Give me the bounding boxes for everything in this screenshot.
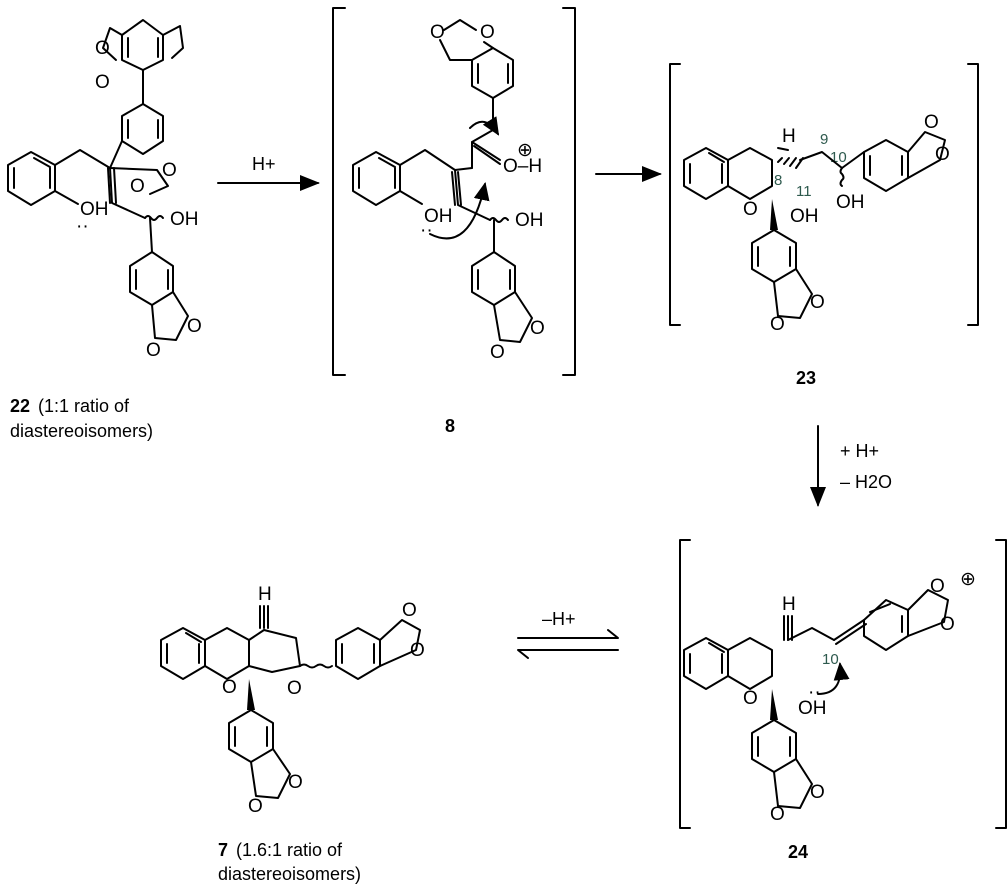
c8-atom-oh-plus: O–H bbox=[503, 156, 542, 177]
condition-deprotonation: –H+ bbox=[542, 609, 576, 629]
compound-22-structure: O O O O OH ·· OH O O bbox=[7, 19, 202, 361]
equilibrium-arrow-24-7: –H+ bbox=[517, 609, 619, 659]
c22-lone-pair: ·· bbox=[76, 216, 89, 237]
arrow-22-to-8: H+ bbox=[217, 154, 320, 191]
c23-locant-9: 9 bbox=[820, 131, 828, 148]
c22-atom-oh-phenol: OH bbox=[80, 199, 109, 220]
c22-atom-o3: O bbox=[162, 160, 177, 181]
compound-7-desc-line2: diastereoisomers) bbox=[218, 864, 361, 884]
c23-atom-oh-side: OH bbox=[836, 192, 865, 213]
c23-atom-o3: O bbox=[810, 292, 825, 313]
c7-atom-h: H bbox=[258, 584, 272, 605]
c8-atom-o3: O bbox=[530, 318, 545, 339]
c23-atom-o1: O bbox=[924, 112, 939, 133]
compound-7-desc-line1: (1.6:1 ratio of bbox=[236, 840, 343, 860]
c23-atom-oh-hemiketal: OH bbox=[790, 206, 819, 227]
c22-atom-o4: O bbox=[130, 176, 145, 197]
c7-atom-o-furan: O bbox=[287, 678, 302, 699]
c8-atom-oh-benzylic: OH bbox=[515, 210, 544, 231]
compound-22-number: 22 bbox=[10, 396, 30, 416]
c7-atom-o-ring: O bbox=[222, 677, 237, 698]
compound-7-number: 7 bbox=[218, 840, 228, 860]
compound-8-structure: O O O–H ⊕ OH ·· OH O O bbox=[332, 7, 576, 376]
condition-acid: H+ bbox=[252, 154, 276, 174]
c24-atom-o-plus: O bbox=[930, 576, 945, 597]
c23-locant-11: 11 bbox=[796, 183, 812, 200]
c22-atom-oh-benzylic: OH bbox=[170, 209, 199, 230]
condition-dehydration: – H2O bbox=[840, 472, 892, 492]
c24-locant-10: 10 bbox=[822, 651, 839, 668]
c23-atom-o2: O bbox=[935, 144, 950, 165]
compound-22-desc-line2: diastereoisomers) bbox=[10, 421, 153, 441]
compound-8-number: 8 bbox=[445, 416, 455, 436]
c7-atom-o4: O bbox=[248, 796, 263, 817]
c23-locant-10: 10 bbox=[830, 149, 847, 166]
c8-atom-o1: O bbox=[430, 22, 445, 43]
compound-22-desc-line1: (1:1 ratio of bbox=[38, 396, 130, 416]
c23-atom-o-ring: O bbox=[743, 199, 758, 220]
c7-atom-o3: O bbox=[288, 772, 303, 793]
c22-atom-o2: O bbox=[95, 72, 110, 93]
compound-24-number: 24 bbox=[788, 842, 808, 862]
c23-atom-o4: O bbox=[770, 314, 785, 335]
c7-atom-o2: O bbox=[410, 640, 425, 661]
c7-atom-o1: O bbox=[402, 600, 417, 621]
c24-lone-pair: ·· bbox=[808, 682, 821, 703]
c8-atom-oh-phenol: OH bbox=[424, 206, 453, 227]
c23-locant-8: 8 bbox=[774, 172, 782, 189]
compound-23-structure: O H 8 9 10 11 OH OH O O O O bbox=[669, 63, 979, 335]
c8-atom-o4: O bbox=[490, 342, 505, 363]
c24-atom-o2: O bbox=[940, 614, 955, 635]
compound-24-structure: O H 10 OH ·· O ⊕ O O O bbox=[679, 539, 1007, 829]
c24-atom-h: H bbox=[782, 594, 796, 615]
c22-atom-o5: O bbox=[187, 316, 202, 337]
c23-atom-h: H bbox=[782, 126, 796, 147]
c24-atom-o4: O bbox=[770, 804, 785, 825]
compound-23-number: 23 bbox=[796, 368, 816, 388]
c24-atom-o-ring: O bbox=[743, 688, 758, 709]
c24-atom-oh: OH bbox=[798, 698, 827, 719]
c24-atom-o3: O bbox=[810, 782, 825, 803]
c22-atom-o1: O bbox=[95, 38, 110, 59]
c8-plus-charge: ⊕ bbox=[517, 140, 533, 161]
c8-lone-pair: ·· bbox=[420, 220, 433, 241]
compound-7-structure: O H O O O O O bbox=[160, 584, 425, 817]
c24-plus-charge: ⊕ bbox=[960, 569, 976, 590]
condition-protonation: + H+ bbox=[840, 441, 879, 461]
c8-atom-o2: O bbox=[480, 22, 495, 43]
c22-atom-o6: O bbox=[146, 340, 161, 361]
arrow-23-to-24: + H+ – H2O bbox=[810, 425, 892, 507]
